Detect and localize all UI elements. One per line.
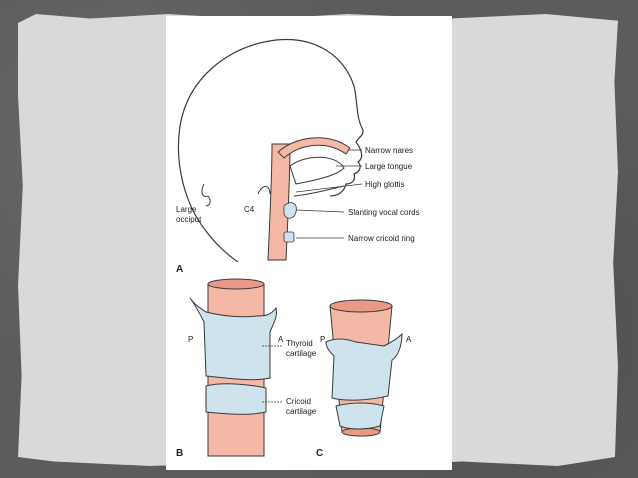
panel-c-letter: C <box>316 448 323 459</box>
label-large-occiput-line2: occiput <box>176 215 202 224</box>
figure-svg: Narrow nares Large tongue High glottis S… <box>176 38 420 459</box>
panel-b-p: P <box>188 335 193 344</box>
cylinder-top <box>207 278 265 290</box>
panel-c: P A C <box>316 299 412 459</box>
leader-glottis <box>295 183 363 193</box>
panel-b-letter: B <box>176 448 183 459</box>
anatomy-figure: Narrow nares Large tongue High glottis S… <box>166 16 452 470</box>
label-narrow-cricoid-ring: Narrow cricoid ring <box>348 234 415 243</box>
panel-c-a: A <box>406 335 412 344</box>
leader-vocal-cords <box>295 209 345 213</box>
label-large-tongue: Large tongue <box>365 162 413 171</box>
thyroid-cartilage-b <box>189 297 277 381</box>
panel-b-a: A <box>278 335 284 344</box>
cricoid-ring-shape <box>283 231 295 243</box>
panel-b: P A Thyroid cartilage Cricoid cartilage … <box>176 278 317 459</box>
larynx-shape <box>283 202 297 219</box>
label-narrow-nares: Narrow nares <box>365 146 413 155</box>
neck-outline <box>205 230 239 263</box>
head-outline <box>177 38 364 232</box>
cricoid-cartilage-b <box>205 383 267 415</box>
label-c4: C4 <box>244 205 255 214</box>
panel-a-letter: A <box>176 264 183 275</box>
panel-a: Narrow nares Large tongue High glottis S… <box>176 38 420 275</box>
funnel-top <box>329 299 393 313</box>
ear-outline <box>257 186 271 195</box>
panel-c-p: P <box>320 335 325 344</box>
palate-band <box>277 137 351 159</box>
label-cricoid-line2: cartilage <box>286 407 317 416</box>
label-slanting-vocal-cords: Slanting vocal cords <box>348 208 420 217</box>
label-thyroid-line2: cartilage <box>286 349 317 358</box>
label-large-occiput-line1: Large <box>176 205 197 214</box>
label-high-glottis: High glottis <box>365 180 405 189</box>
thyroid-cartilage-c <box>325 332 403 401</box>
cricoid-cartilage-c <box>335 402 385 430</box>
occiput-curl <box>201 183 211 207</box>
label-thyroid-line1: Thyroid <box>286 339 313 348</box>
pharynx-airway <box>267 143 291 261</box>
label-cricoid-line1: Cricoid <box>286 397 311 406</box>
tongue <box>289 156 345 185</box>
